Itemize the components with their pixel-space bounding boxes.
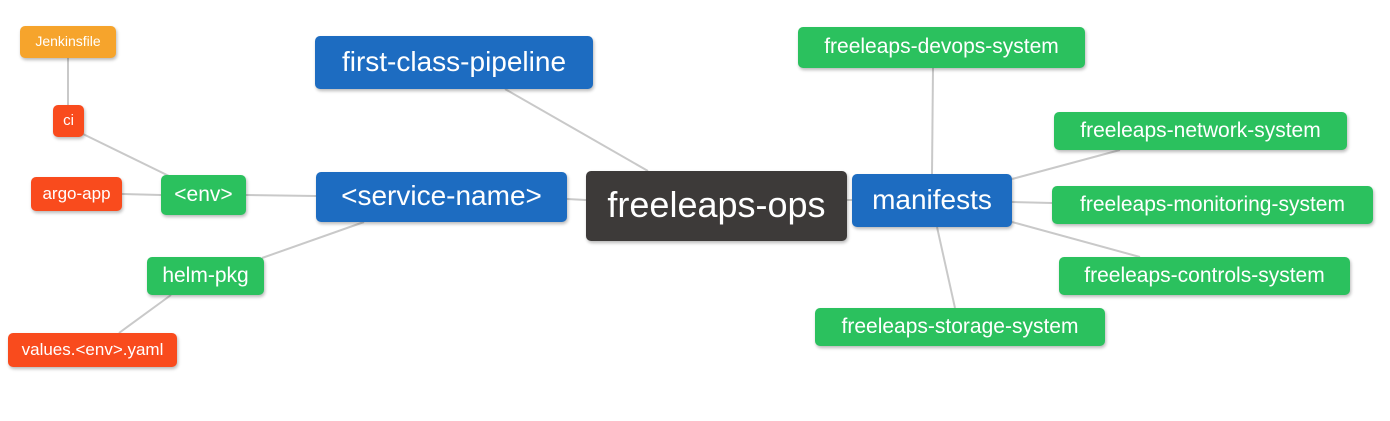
node-label: <env> — [174, 182, 233, 206]
node-values-env-yaml[interactable]: values.<env>.yaml — [8, 333, 177, 367]
node-label: ci — [63, 111, 74, 129]
edge-manifests-to-freeleaps-devops-system — [931, 67, 934, 175]
node-label: freeleaps-devops-system — [824, 35, 1059, 58]
edge-ci-to-env — [82, 133, 170, 177]
node-freeleaps-monitoring-system[interactable]: freeleaps-monitoring-system — [1052, 186, 1373, 224]
node-label: first-class-pipeline — [341, 45, 567, 77]
edge-manifests-to-freeleaps-controls-system — [1011, 221, 1141, 258]
edge-argo-app-to-env — [121, 193, 162, 196]
node-label: freeleaps-ops — [607, 184, 826, 225]
edge-service-name-to-freeleaps-ops — [566, 198, 587, 201]
edge-manifests-to-freeleaps-monitoring-system — [1011, 201, 1053, 204]
node-freeleaps-devops-system[interactable]: freeleaps-devops-system — [798, 27, 1085, 68]
node-first-class-pipeline[interactable]: first-class-pipeline — [315, 36, 593, 89]
edge-service-name-to-helm-pkg — [261, 221, 365, 259]
node-label: values.<env>.yaml — [21, 339, 164, 359]
node-argo-app[interactable]: argo-app — [31, 177, 122, 211]
edge-first-class-pipeline-to-freeleaps-ops — [504, 88, 649, 172]
node-freeleaps-ops[interactable]: freeleaps-ops — [586, 171, 847, 241]
edge-manifests-to-freeleaps-network-system — [1011, 149, 1121, 180]
node-ci[interactable]: ci — [53, 105, 84, 137]
edge-manifests-to-freeleaps-storage-system — [936, 226, 956, 309]
node-label: <service-name> — [341, 180, 542, 211]
node-label: helm-pkg — [162, 263, 249, 287]
node-freeleaps-controls-system[interactable]: freeleaps-controls-system — [1059, 257, 1350, 295]
node-label: argo-app — [42, 183, 111, 203]
node-label: freeleaps-storage-system — [841, 314, 1079, 338]
node-label: freeleaps-controls-system — [1084, 263, 1325, 287]
node-label: freeleaps-monitoring-system — [1080, 192, 1345, 216]
node-freeleaps-network-system[interactable]: freeleaps-network-system — [1054, 112, 1347, 150]
node-jenkinsfile[interactable]: Jenkinsfile — [20, 26, 116, 58]
node-label: Jenkinsfile — [35, 33, 101, 49]
edge-env-to-service-name — [245, 194, 317, 197]
node-manifests[interactable]: manifests — [852, 174, 1012, 227]
edge-helm-pkg-to-values-env-yaml — [118, 294, 172, 334]
node-freeleaps-storage-system[interactable]: freeleaps-storage-system — [815, 308, 1105, 346]
node-service-name[interactable]: <service-name> — [316, 172, 567, 222]
node-label: freeleaps-network-system — [1080, 118, 1321, 142]
node-helm-pkg[interactable]: helm-pkg — [147, 257, 264, 295]
node-env[interactable]: <env> — [161, 175, 246, 215]
node-label: manifests — [872, 183, 992, 215]
